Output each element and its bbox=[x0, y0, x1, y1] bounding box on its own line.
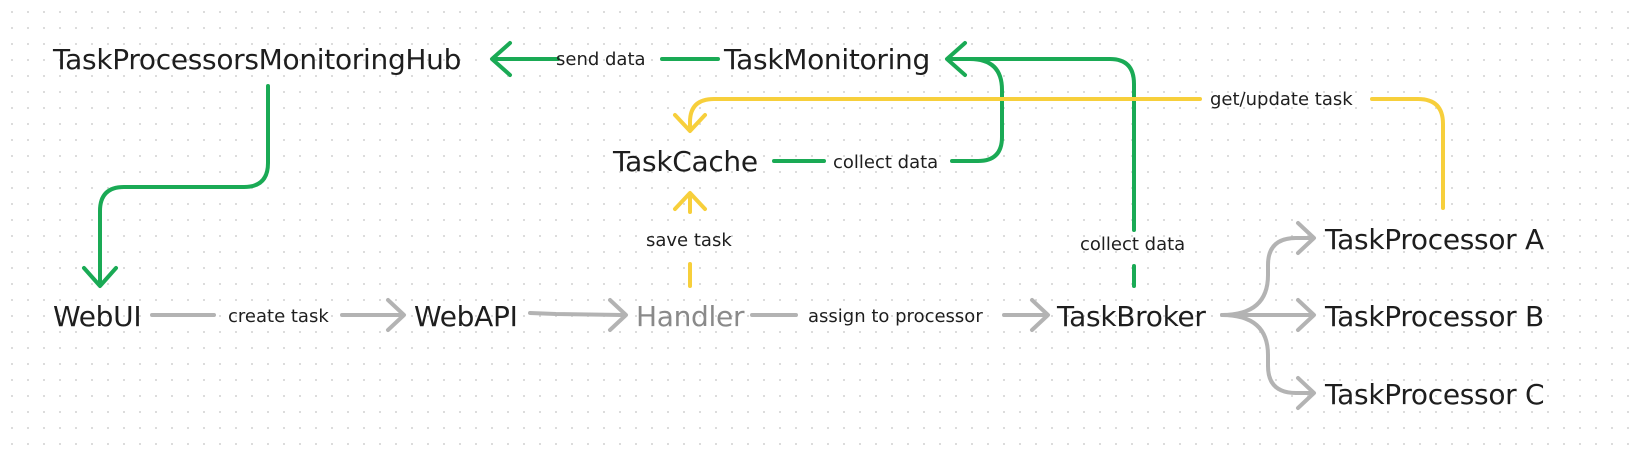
edge-send-data-arrowhead bbox=[490, 41, 512, 77]
edge-label-assign-to-processor: assign to processor bbox=[808, 306, 983, 327]
edge-broker-to-b-arrowhead bbox=[1296, 298, 1316, 332]
node-handler: Handler bbox=[636, 300, 745, 333]
edge-broker-to-a bbox=[1220, 236, 1314, 317]
edge-label-collect-data-broker: collect data bbox=[1080, 234, 1185, 255]
edge-create-task-arrowhead bbox=[386, 298, 406, 332]
yellow-connectors bbox=[673, 97, 1445, 288]
edge-webapi-handler-line bbox=[528, 311, 624, 317]
node-task-broker: TaskBroker bbox=[1056, 300, 1206, 333]
node-web-api: WebAPI bbox=[414, 300, 518, 333]
edge-get-update-arrowhead bbox=[673, 113, 707, 133]
edge-broker-to-c-arrowhead bbox=[1296, 376, 1316, 410]
node-web-ui: WebUI bbox=[53, 300, 141, 333]
edge-broker-to-a-arrowhead bbox=[1296, 221, 1316, 255]
edge-get-update-line-a bbox=[1370, 97, 1445, 210]
gray-connectors bbox=[150, 221, 1316, 410]
node-task-cache: TaskCache bbox=[612, 145, 758, 178]
edge-label-create-task: create task bbox=[228, 306, 329, 327]
edge-hub-to-webui bbox=[98, 84, 270, 285]
edge-label-save-task: save task bbox=[646, 230, 732, 251]
node-task-processor-c: TaskProcessor C bbox=[1324, 378, 1544, 411]
edge-label-collect-data-cache: collect data bbox=[833, 152, 938, 173]
edge-collect-broker-line bbox=[948, 57, 1136, 232]
edge-label-send-data: send data bbox=[556, 49, 646, 70]
node-task-processor-a: TaskProcessor A bbox=[1324, 223, 1544, 256]
edge-assign-arrowhead bbox=[1030, 298, 1050, 332]
green-connectors bbox=[82, 41, 1136, 288]
node-task-processor-b: TaskProcessor B bbox=[1324, 300, 1544, 333]
edge-broker-to-c bbox=[1220, 313, 1314, 395]
edge-save-task-arrowhead bbox=[673, 191, 707, 211]
node-task-monitoring: TaskMonitoring bbox=[723, 43, 930, 76]
edge-webapi-handler-arrowhead bbox=[608, 298, 628, 332]
edge-label-get-update-task: get/update task bbox=[1210, 89, 1353, 110]
edge-collect-cache-line-b bbox=[948, 57, 1004, 163]
node-task-processors-monitoring-hub: TaskProcessorsMonitoringHub bbox=[52, 43, 461, 76]
edge-hub-to-webui-arrowhead bbox=[82, 266, 118, 288]
edge-get-update-line-b bbox=[688, 97, 1202, 130]
edge-to-monitoring-arrowhead bbox=[945, 41, 967, 77]
